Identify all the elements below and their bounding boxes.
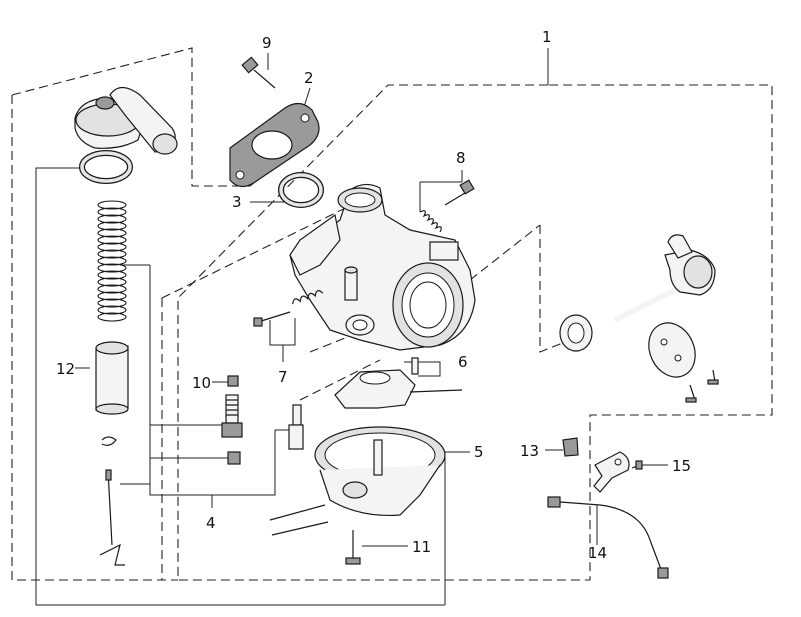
callout-13: 13 <box>520 442 539 460</box>
part-wax-unit-13 <box>562 437 579 457</box>
callout-8: 8 <box>456 149 466 167</box>
callout-7: 7 <box>278 368 288 386</box>
part-slide-spring <box>97 200 127 322</box>
callout-labels: 1 2 3 4 5 6 7 8 9 10 11 12 13 14 15 <box>56 28 691 562</box>
part-jet-10 <box>227 375 239 387</box>
part-screw-spring-8 <box>419 179 475 233</box>
callout-5: 5 <box>474 443 484 461</box>
part-jet-assembly-4 <box>221 394 304 465</box>
callout-10: 10 <box>192 374 211 392</box>
leader-lines <box>35 48 668 606</box>
callout-14: 14 <box>588 544 607 562</box>
part-bracket <box>593 451 630 493</box>
part-needle-clip <box>99 436 125 566</box>
part-screw-15 <box>631 460 643 470</box>
callout-1: 1 <box>542 28 552 46</box>
part-carburetor-body <box>289 183 476 351</box>
callout-4: 4 <box>206 514 216 532</box>
part-top-cap <box>74 86 178 155</box>
part-drain-screw-11 <box>345 530 361 565</box>
part-float-bowl-5 <box>269 426 446 536</box>
callout-3: 3 <box>232 193 242 211</box>
part-wire-14 <box>547 496 669 579</box>
callout-9: 9 <box>262 34 272 52</box>
part-oring-3 <box>278 172 324 208</box>
callout-12: 12 <box>56 360 75 378</box>
part-slide-12 <box>95 341 129 415</box>
callout-2: 2 <box>304 69 314 87</box>
part-insulator-2 <box>229 102 320 188</box>
part-float-6 <box>334 357 463 409</box>
part-throttle-shaft <box>559 234 719 403</box>
callout-6: 6 <box>458 353 468 371</box>
callout-11: 11 <box>412 538 431 556</box>
group-outline-main <box>11 47 773 581</box>
part-screw-spring-7 <box>253 290 324 327</box>
callout-15: 15 <box>672 457 691 475</box>
part-cap-ring <box>79 150 133 184</box>
part-bolt-9 <box>241 56 276 89</box>
